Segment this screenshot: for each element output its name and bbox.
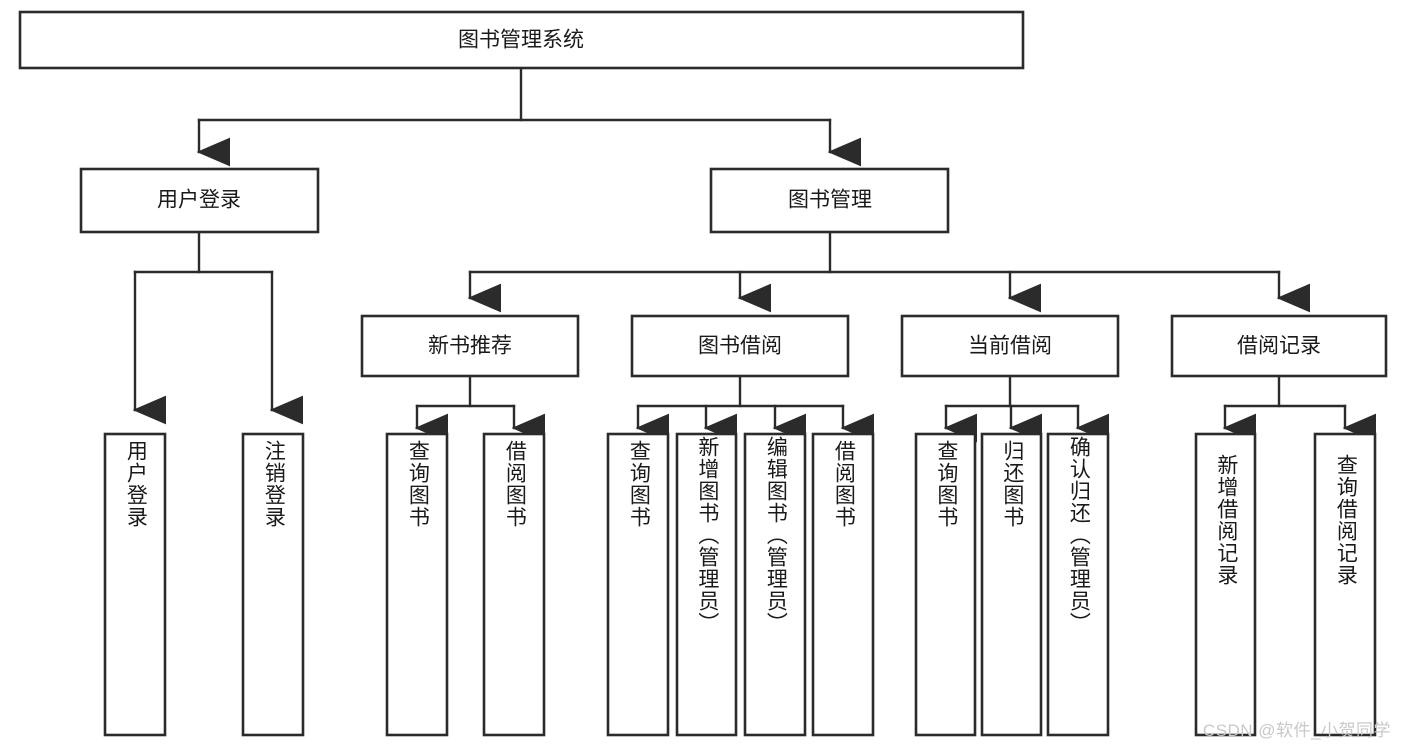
leaf-box-user-login-1[interactable] bbox=[103, 432, 167, 737]
node-label-book-management: 图书管理 bbox=[788, 189, 872, 212]
node-box-book-management[interactable] bbox=[709, 167, 950, 234]
watermark-text: CSDN @软件_小贺同学 bbox=[1202, 721, 1391, 740]
leaf-box-user-login-2[interactable] bbox=[241, 432, 305, 737]
node-box-root[interactable] bbox=[18, 10, 1025, 70]
leaf-box-current-borrow-3[interactable] bbox=[1046, 432, 1110, 737]
leaf-box-current-borrow-1[interactable] bbox=[914, 432, 977, 737]
node-box-new-book-recommend[interactable] bbox=[360, 314, 580, 378]
leaf-box-book-borrow-1[interactable] bbox=[606, 432, 670, 737]
leaf-box-book-borrow-2[interactable] bbox=[675, 432, 738, 737]
node-label-new-book-recommend: 新书推荐 bbox=[428, 335, 512, 358]
leaf-box-borrow-record-2[interactable] bbox=[1313, 432, 1377, 737]
node-label-user-login: 用户登录 bbox=[157, 189, 241, 212]
leaf-box-new-book-1[interactable] bbox=[385, 432, 449, 737]
leaf-box-borrow-record-1[interactable] bbox=[1194, 432, 1257, 737]
node-label-borrow-record: 借阅记录 bbox=[1237, 335, 1321, 358]
leaf-box-new-book-2[interactable] bbox=[482, 432, 546, 737]
node-box-borrow-record[interactable] bbox=[1170, 314, 1388, 378]
leaf-box-current-borrow-2[interactable] bbox=[980, 432, 1043, 737]
node-box-book-borrow[interactable] bbox=[630, 314, 850, 378]
node-label-book-borrow: 图书借阅 bbox=[698, 335, 782, 358]
leaf-box-book-borrow-3[interactable] bbox=[743, 432, 807, 737]
leaf-box-book-borrow-4[interactable] bbox=[811, 432, 875, 737]
node-box-user-login[interactable] bbox=[79, 167, 320, 234]
node-label-current-borrow: 当前借阅 bbox=[968, 335, 1052, 358]
node-label-root: 图书管理系统 bbox=[458, 29, 584, 52]
node-box-current-borrow[interactable] bbox=[900, 314, 1120, 378]
